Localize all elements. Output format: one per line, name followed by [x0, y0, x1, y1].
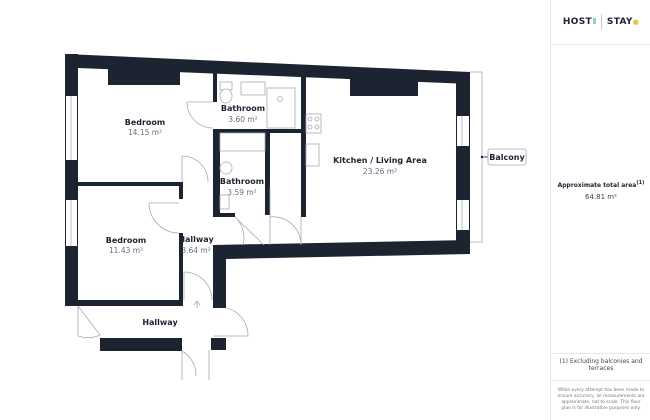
room-name: Bathroom: [221, 104, 265, 113]
room-name: Bedroom: [106, 236, 147, 245]
wall-segment: [179, 233, 183, 301]
window-left-1: [66, 96, 77, 160]
balcony-dot: [480, 155, 484, 159]
beam: [350, 76, 418, 96]
door-bedroom2[interactable]: [148, 202, 180, 234]
toilet-bowl-icon: [219, 88, 233, 104]
brand-logo: HOST STAY●: [551, 0, 650, 45]
room-area: 14.15 m²: [128, 128, 162, 137]
wall-between-bedrooms: [78, 182, 182, 186]
door-kitchen[interactable]: [269, 187, 302, 246]
drain-icon: [277, 96, 283, 102]
wall-hall-right: [213, 245, 226, 308]
brand-mark-icon: [592, 18, 596, 24]
disclaimer: While every attempt has been made to ens…: [557, 388, 645, 411]
balcony-outline: [470, 71, 483, 243]
burner-icon: [307, 124, 313, 130]
toilet-icon: [219, 161, 233, 175]
door-hallway-bottom[interactable]: [77, 305, 101, 339]
wall-bathroom2-right: [265, 129, 270, 215]
door-bathroom2[interactable]: [234, 216, 265, 246]
bathtub-icon: [219, 132, 266, 152]
pin-icon: ●: [632, 18, 640, 26]
shower-icon: [266, 87, 296, 129]
total-area-value: 64.81 m²: [585, 193, 617, 201]
brand-left: HOST: [562, 17, 592, 27]
sink-icon: [219, 194, 230, 210]
room-name: Hallway: [178, 235, 214, 244]
window-right-1: [457, 116, 469, 146]
room-area: 3.59 m²: [227, 188, 256, 197]
wall-segment: [213, 68, 217, 102]
door-entrance[interactable]: [181, 350, 210, 380]
balcony-label: Balcony: [489, 153, 525, 162]
wall-hall-bottom-right: [211, 338, 226, 350]
brand-divider: [600, 14, 602, 30]
info-sidebar: HOST STAY● Approximate total area(1) 64.…: [550, 0, 650, 420]
door-bathroom1[interactable]: [186, 101, 214, 129]
room-area: 3.60 m²: [228, 115, 257, 124]
burner-icon: [314, 116, 320, 122]
window-left-2: [66, 200, 77, 246]
wall-bathroom1-bottom: [213, 129, 301, 133]
door-hallway[interactable]: [183, 271, 213, 301]
room-name: Bedroom: [125, 118, 166, 127]
window-right-2: [457, 200, 469, 230]
wall-left: [65, 54, 78, 306]
door-entrance-right[interactable]: [213, 307, 249, 337]
wall-kitchen-left: [301, 72, 306, 217]
total-area-footnote-mark: (1): [636, 180, 645, 186]
hob-icon: [305, 113, 322, 134]
total-area: Approximate total area(1) 64.81 m²: [551, 180, 650, 201]
room-name: Kitchen / Living Area: [333, 156, 427, 165]
wall-hall-bottom-left: [100, 338, 182, 351]
beam: [108, 66, 180, 85]
room-area: 11.43 m²: [109, 246, 143, 255]
wall-bathroom2-left: [213, 129, 220, 217]
sink-icon: [240, 81, 266, 96]
floor-plan: Balcony Bedroom 14.15 m² Bathroom 3.60 m…: [65, 54, 527, 380]
burner-icon: [314, 124, 320, 130]
room-area: 23.26 m²: [363, 167, 397, 176]
room-area: 3.64 m²: [181, 246, 210, 255]
wall-bedroom2-bottom: [65, 300, 183, 306]
room-name: Bathroom: [220, 177, 264, 186]
burner-icon: [307, 116, 313, 122]
divider: [551, 380, 650, 381]
kitchen-sink-icon: [305, 143, 320, 167]
brand-right: STAY: [606, 17, 633, 27]
entrance-arrow-icon: [193, 300, 201, 308]
wall-segment: [179, 182, 183, 199]
door-bedroom1[interactable]: [181, 155, 209, 183]
wall-segment: [213, 213, 235, 217]
divider: [551, 353, 650, 354]
balcony-label-box: [487, 148, 527, 166]
wall-kitchen-bottom: [213, 240, 470, 259]
room-name: Hallway: [142, 318, 178, 327]
total-area-title: Approximate total area: [557, 182, 637, 189]
footnote: (1) Excluding balconies and terraces: [559, 358, 643, 372]
